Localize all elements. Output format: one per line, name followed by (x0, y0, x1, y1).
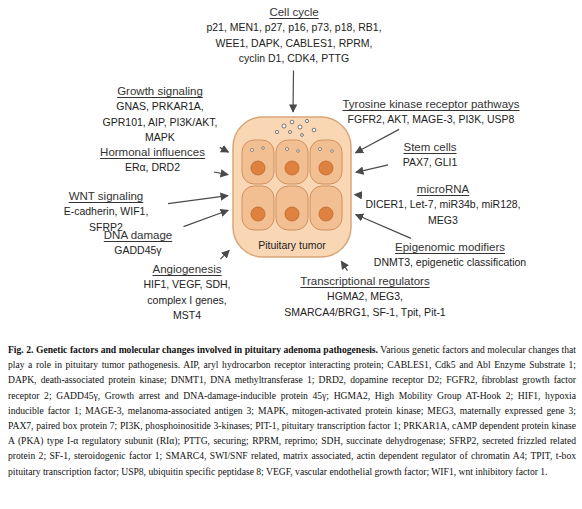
group-heading: DNA damage (92, 228, 184, 243)
factor-group: AngiogenesisHIF1, VEGF, SDH, complex I g… (138, 262, 236, 324)
group-heading: WNT signaling (48, 189, 164, 204)
tumor-label: Pituitary tumor (232, 239, 352, 252)
group-heading: Hormonal influences (95, 145, 210, 160)
influence-arrow (341, 261, 347, 270)
gene-list: DNMT3, epigenetic classification (362, 255, 538, 271)
influence-arrow (355, 194, 360, 196)
gene-list: p21, MEN1, p27, p16, p73, p18, RB1, WEE1… (205, 20, 383, 67)
group-heading: microRNA (362, 182, 524, 197)
influence-arrow (356, 215, 411, 239)
factor-group: Tyrosine kinase receptor pathwaysFGFR2, … (336, 97, 526, 128)
influence-arrow (168, 196, 228, 204)
group-heading: Cell cycle (205, 5, 383, 20)
group-heading: Angiogenesis (138, 262, 236, 277)
group-heading: Tyrosine kinase receptor pathways (336, 97, 526, 112)
gene-list: GNAS, PRKAR1A, GPR101, AIP, PI3K/AKT, MA… (95, 99, 225, 146)
tumor-illustration (232, 116, 352, 258)
gene-list: FGFR2, AKT, MAGE-3, PI3K, USP8 (336, 112, 526, 128)
influence-arrow (356, 129, 400, 152)
factor-group: Epigenomic modifiersDNMT3, epigenetic cl… (362, 240, 538, 271)
factor-group: Stem cellsPAX7, GLI1 (392, 140, 468, 171)
group-heading: Transcriptional regulators (284, 274, 446, 289)
factor-group: DNA damageGADD45γ (92, 228, 184, 259)
gene-list: ERα, DRD2 (95, 160, 210, 176)
gene-list: DICER1, Let-7, miR34b, miR128, MEG3 (362, 197, 524, 228)
influence-arrow (292, 71, 294, 113)
influence-arrow (184, 210, 229, 226)
caption-text: Various genetic factors and molecular ch… (8, 344, 576, 477)
gene-list: GADD45γ (92, 243, 184, 259)
influence-arrow (220, 147, 229, 152)
group-heading: Epigenomic modifiers (362, 240, 538, 255)
influence-arrow (214, 172, 228, 175)
gene-list: HIF1, VEGF, SDH, complex I genes, MST4 (138, 277, 236, 324)
influence-arrow (356, 165, 388, 172)
gene-list: HGMA2, MEG3, SMARCA4/BRG1, SF-1, Tpit, P… (284, 289, 446, 320)
gene-list: PAX7, GLI1 (392, 155, 468, 171)
factor-group: Cell cyclep21, MEN1, p27, p16, p73, p18,… (205, 5, 383, 67)
factor-group: microRNADICER1, Let-7, miR34b, miR128, M… (362, 182, 524, 228)
influence-arrow (220, 250, 229, 259)
factor-group: Transcriptional regulatorsHGMA2, MEG3, S… (284, 274, 446, 320)
figure-title: Fig. 2. Genetic factors and molecular ch… (8, 344, 378, 355)
factor-group: Growth signalingGNAS, PRKAR1A, GPR101, A… (95, 84, 225, 146)
figure-caption: Fig. 2. Genetic factors and molecular ch… (8, 342, 576, 479)
tumor-cell-node: Pituitary tumor (232, 116, 352, 258)
factor-group: Hormonal influencesERα, DRD2 (95, 145, 210, 176)
factor-group: WNT signalingE-cadherin, WIF1, SFRP2 (48, 189, 164, 235)
group-heading: Growth signaling (95, 84, 225, 99)
group-heading: Stem cells (392, 140, 468, 155)
